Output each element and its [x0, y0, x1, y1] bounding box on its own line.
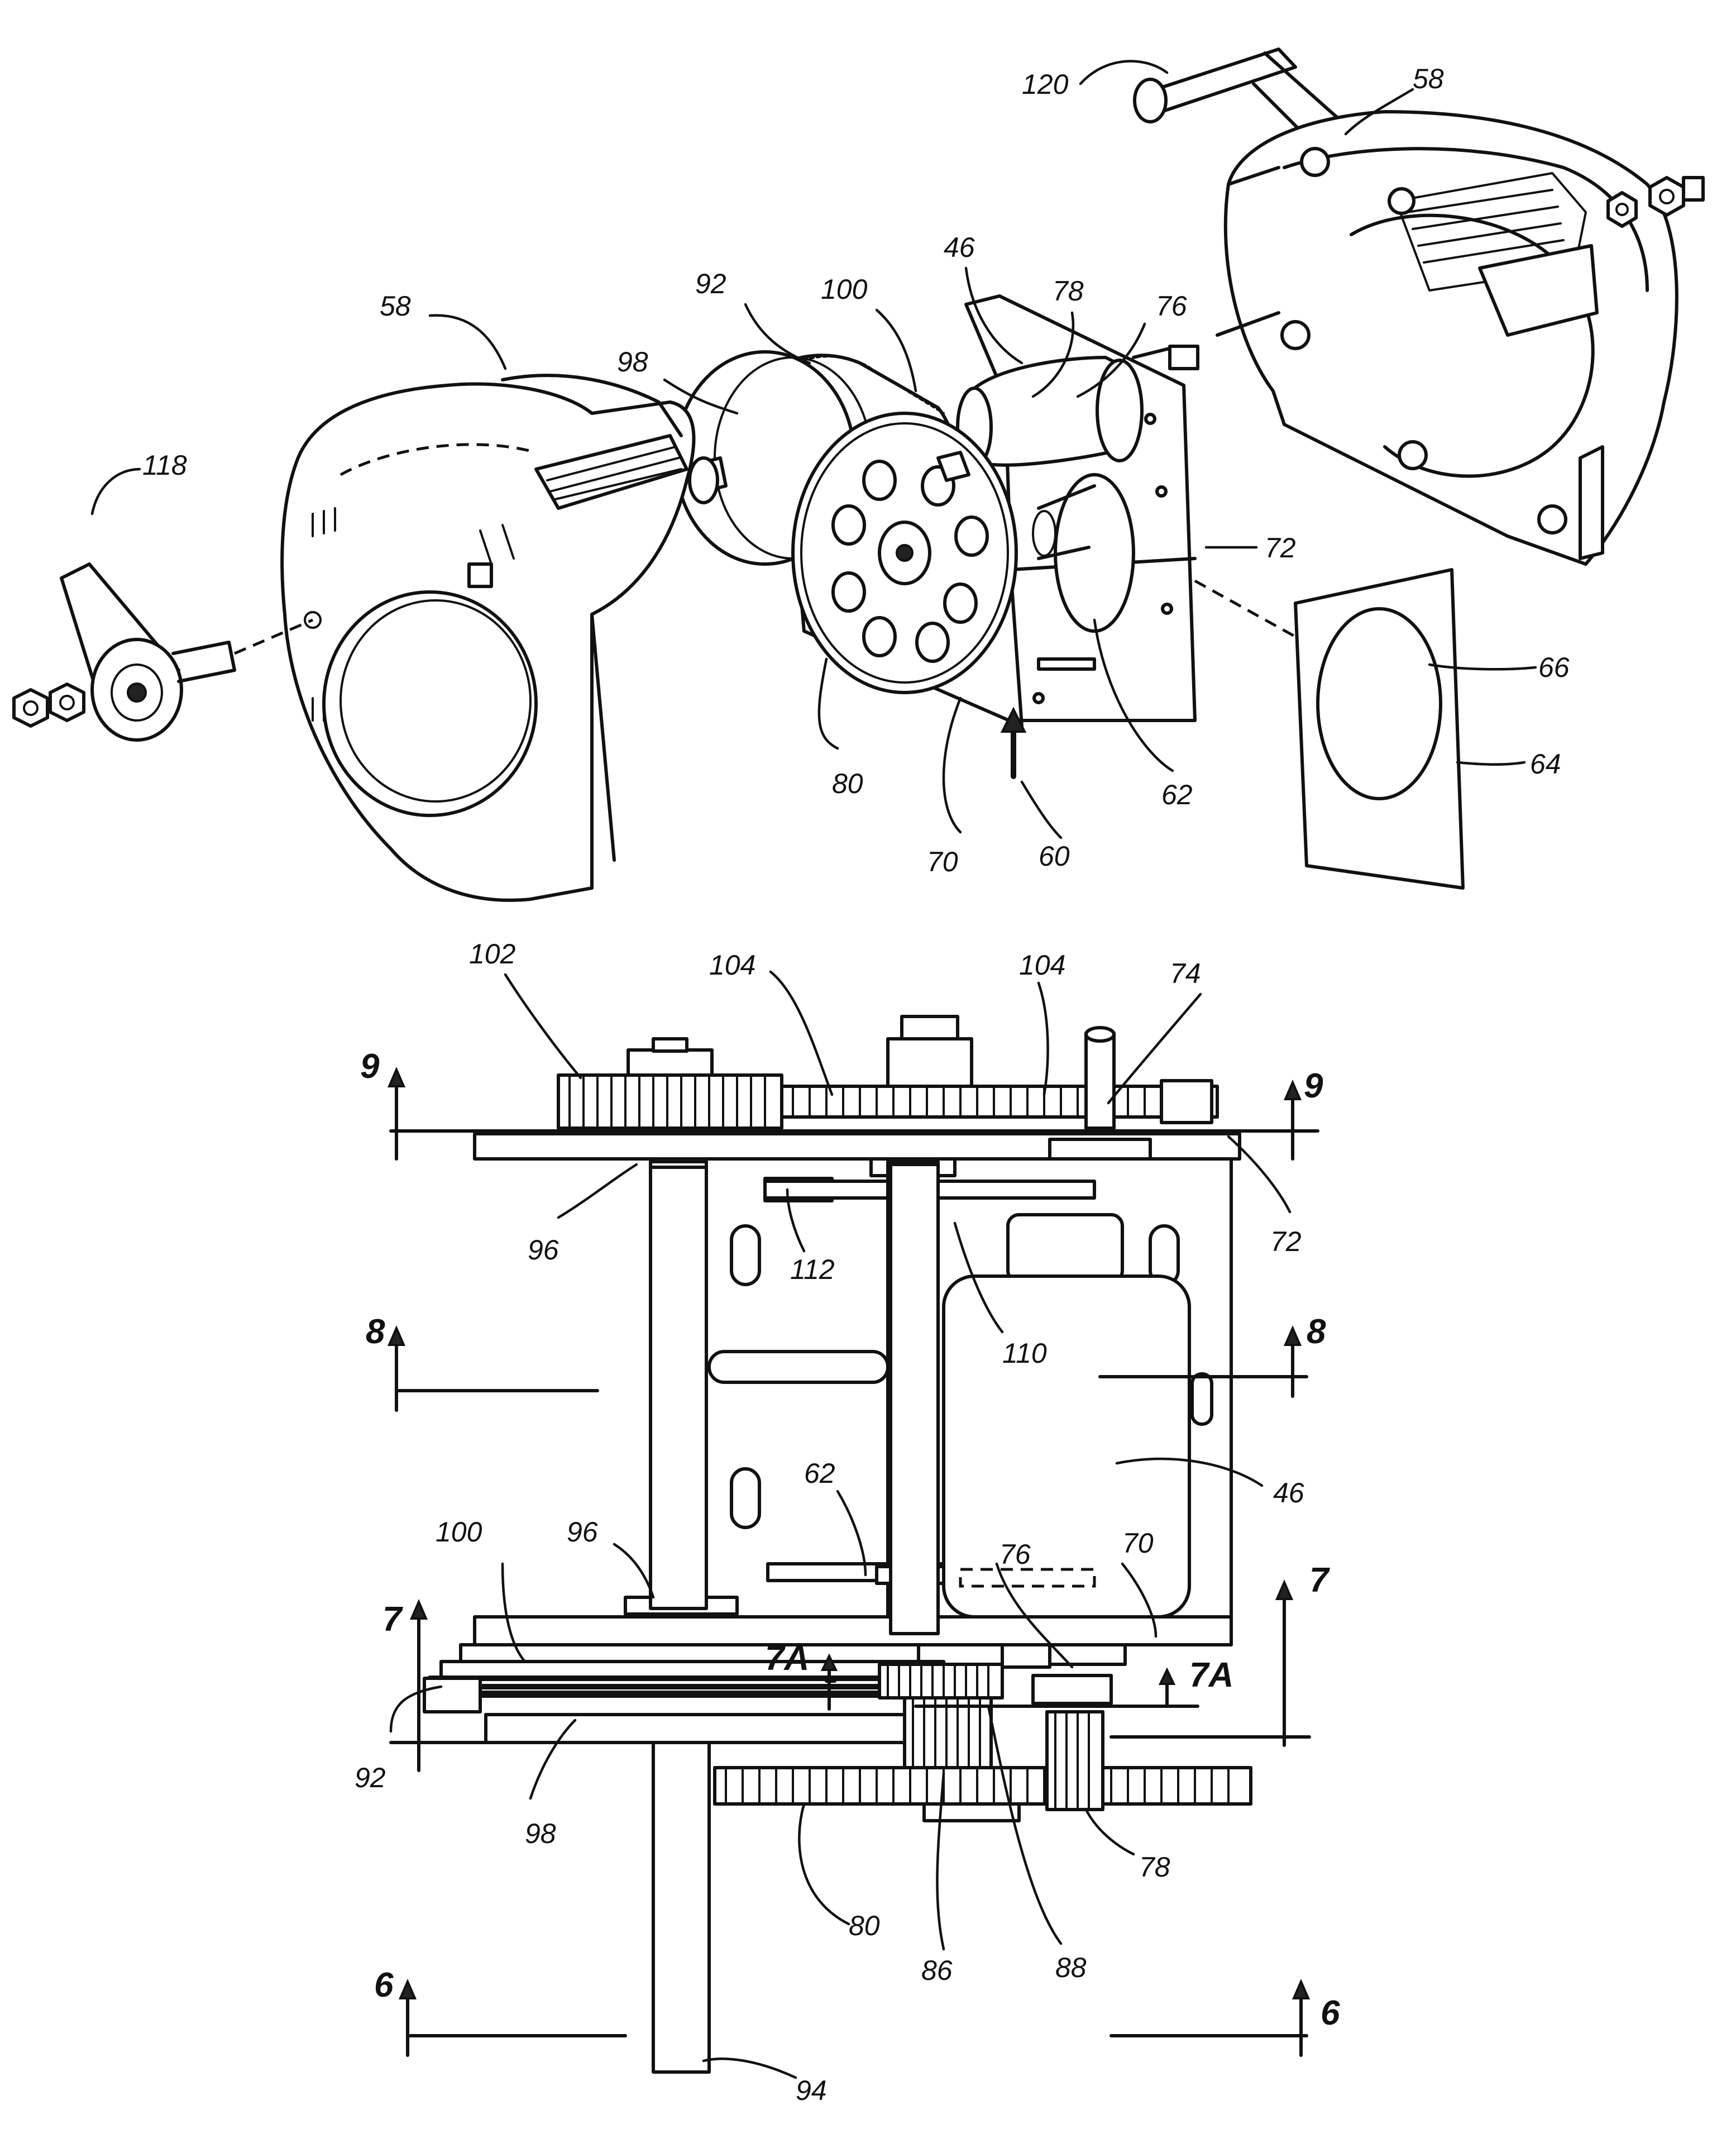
gear-80-side	[715, 1768, 1251, 1821]
section-7a-left: 7A	[765, 1639, 809, 1678]
section-8-right: 8	[1307, 1312, 1326, 1351]
shaft-96	[651, 1167, 706, 1608]
label-104-right: 104	[1019, 949, 1065, 981]
label-74: 74	[1170, 958, 1201, 989]
label-80: 80	[832, 768, 863, 799]
label-76-side: 76	[999, 1539, 1031, 1570]
exploded-view: 120 58 46 92 100 78 76 98 58 118 72 66	[14, 49, 1703, 900]
label-104-left: 104	[709, 949, 755, 981]
section-7-right: 7	[1309, 1561, 1330, 1600]
label-58-left: 58	[380, 290, 411, 322]
label-62: 62	[1161, 779, 1193, 810]
label-102: 102	[469, 938, 516, 970]
label-92: 92	[695, 268, 726, 299]
plate-70	[475, 1617, 1231, 1645]
label-112: 112	[790, 1254, 835, 1285]
section-6-right: 6	[1321, 1994, 1340, 2032]
shaft-94	[653, 1743, 709, 2072]
label-86: 86	[921, 1955, 953, 1986]
gear-102	[558, 1039, 782, 1128]
label-70-side: 70	[1122, 1527, 1154, 1559]
label-98-side: 98	[525, 1818, 556, 1849]
section-6-left: 6	[374, 1966, 394, 2004]
label-100: 100	[821, 274, 868, 305]
label-78-side: 78	[1139, 1851, 1170, 1883]
label-98: 98	[617, 346, 648, 378]
motor-46-side	[944, 1215, 1189, 1664]
label-76: 76	[1156, 290, 1187, 322]
label-100-side: 100	[436, 1516, 482, 1548]
pinion-78	[1047, 1712, 1103, 1810]
label-80-side: 80	[849, 1910, 880, 1941]
label-72: 72	[1265, 532, 1296, 564]
label-92-side: 92	[355, 1762, 386, 1793]
section-7-left: 7	[382, 1600, 403, 1639]
post-74	[1086, 1028, 1114, 1128]
section-7a-right: 7A	[1189, 1656, 1233, 1694]
left-housing-58	[282, 375, 694, 900]
right-housing-58	[1217, 112, 1677, 564]
label-88: 88	[1055, 1952, 1087, 1983]
label-66: 66	[1538, 652, 1570, 683]
label-62-side: 62	[804, 1458, 835, 1489]
gear-80	[793, 413, 1016, 693]
label-70: 70	[927, 846, 958, 877]
label-120: 120	[1022, 69, 1069, 100]
label-94: 94	[796, 2075, 827, 2106]
plate-64	[1195, 570, 1463, 888]
label-46-side: 46	[1273, 1477, 1304, 1509]
label-96-bottom: 96	[567, 1516, 598, 1548]
section-9-left: 9	[360, 1047, 380, 1086]
label-78: 78	[1053, 275, 1084, 307]
label-72-side: 72	[1270, 1226, 1302, 1257]
label-60: 60	[1039, 841, 1070, 872]
bracket-118	[61, 564, 313, 740]
label-64: 64	[1530, 748, 1561, 780]
label-118: 118	[142, 450, 187, 481]
gear-104	[782, 1016, 1217, 1123]
section-8-left: 8	[366, 1312, 385, 1351]
section-9-right: 9	[1304, 1067, 1323, 1105]
label-110: 110	[1002, 1338, 1047, 1369]
shaft-110	[891, 1164, 938, 1634]
nuts-left	[14, 684, 84, 726]
label-46: 46	[944, 232, 975, 263]
label-58-right: 58	[1413, 63, 1444, 94]
label-96-top: 96	[528, 1234, 559, 1266]
side-view: 9 9 8 8 7 7 7A 7A 6 6 102 104 104 74 96 …	[355, 938, 1340, 2106]
